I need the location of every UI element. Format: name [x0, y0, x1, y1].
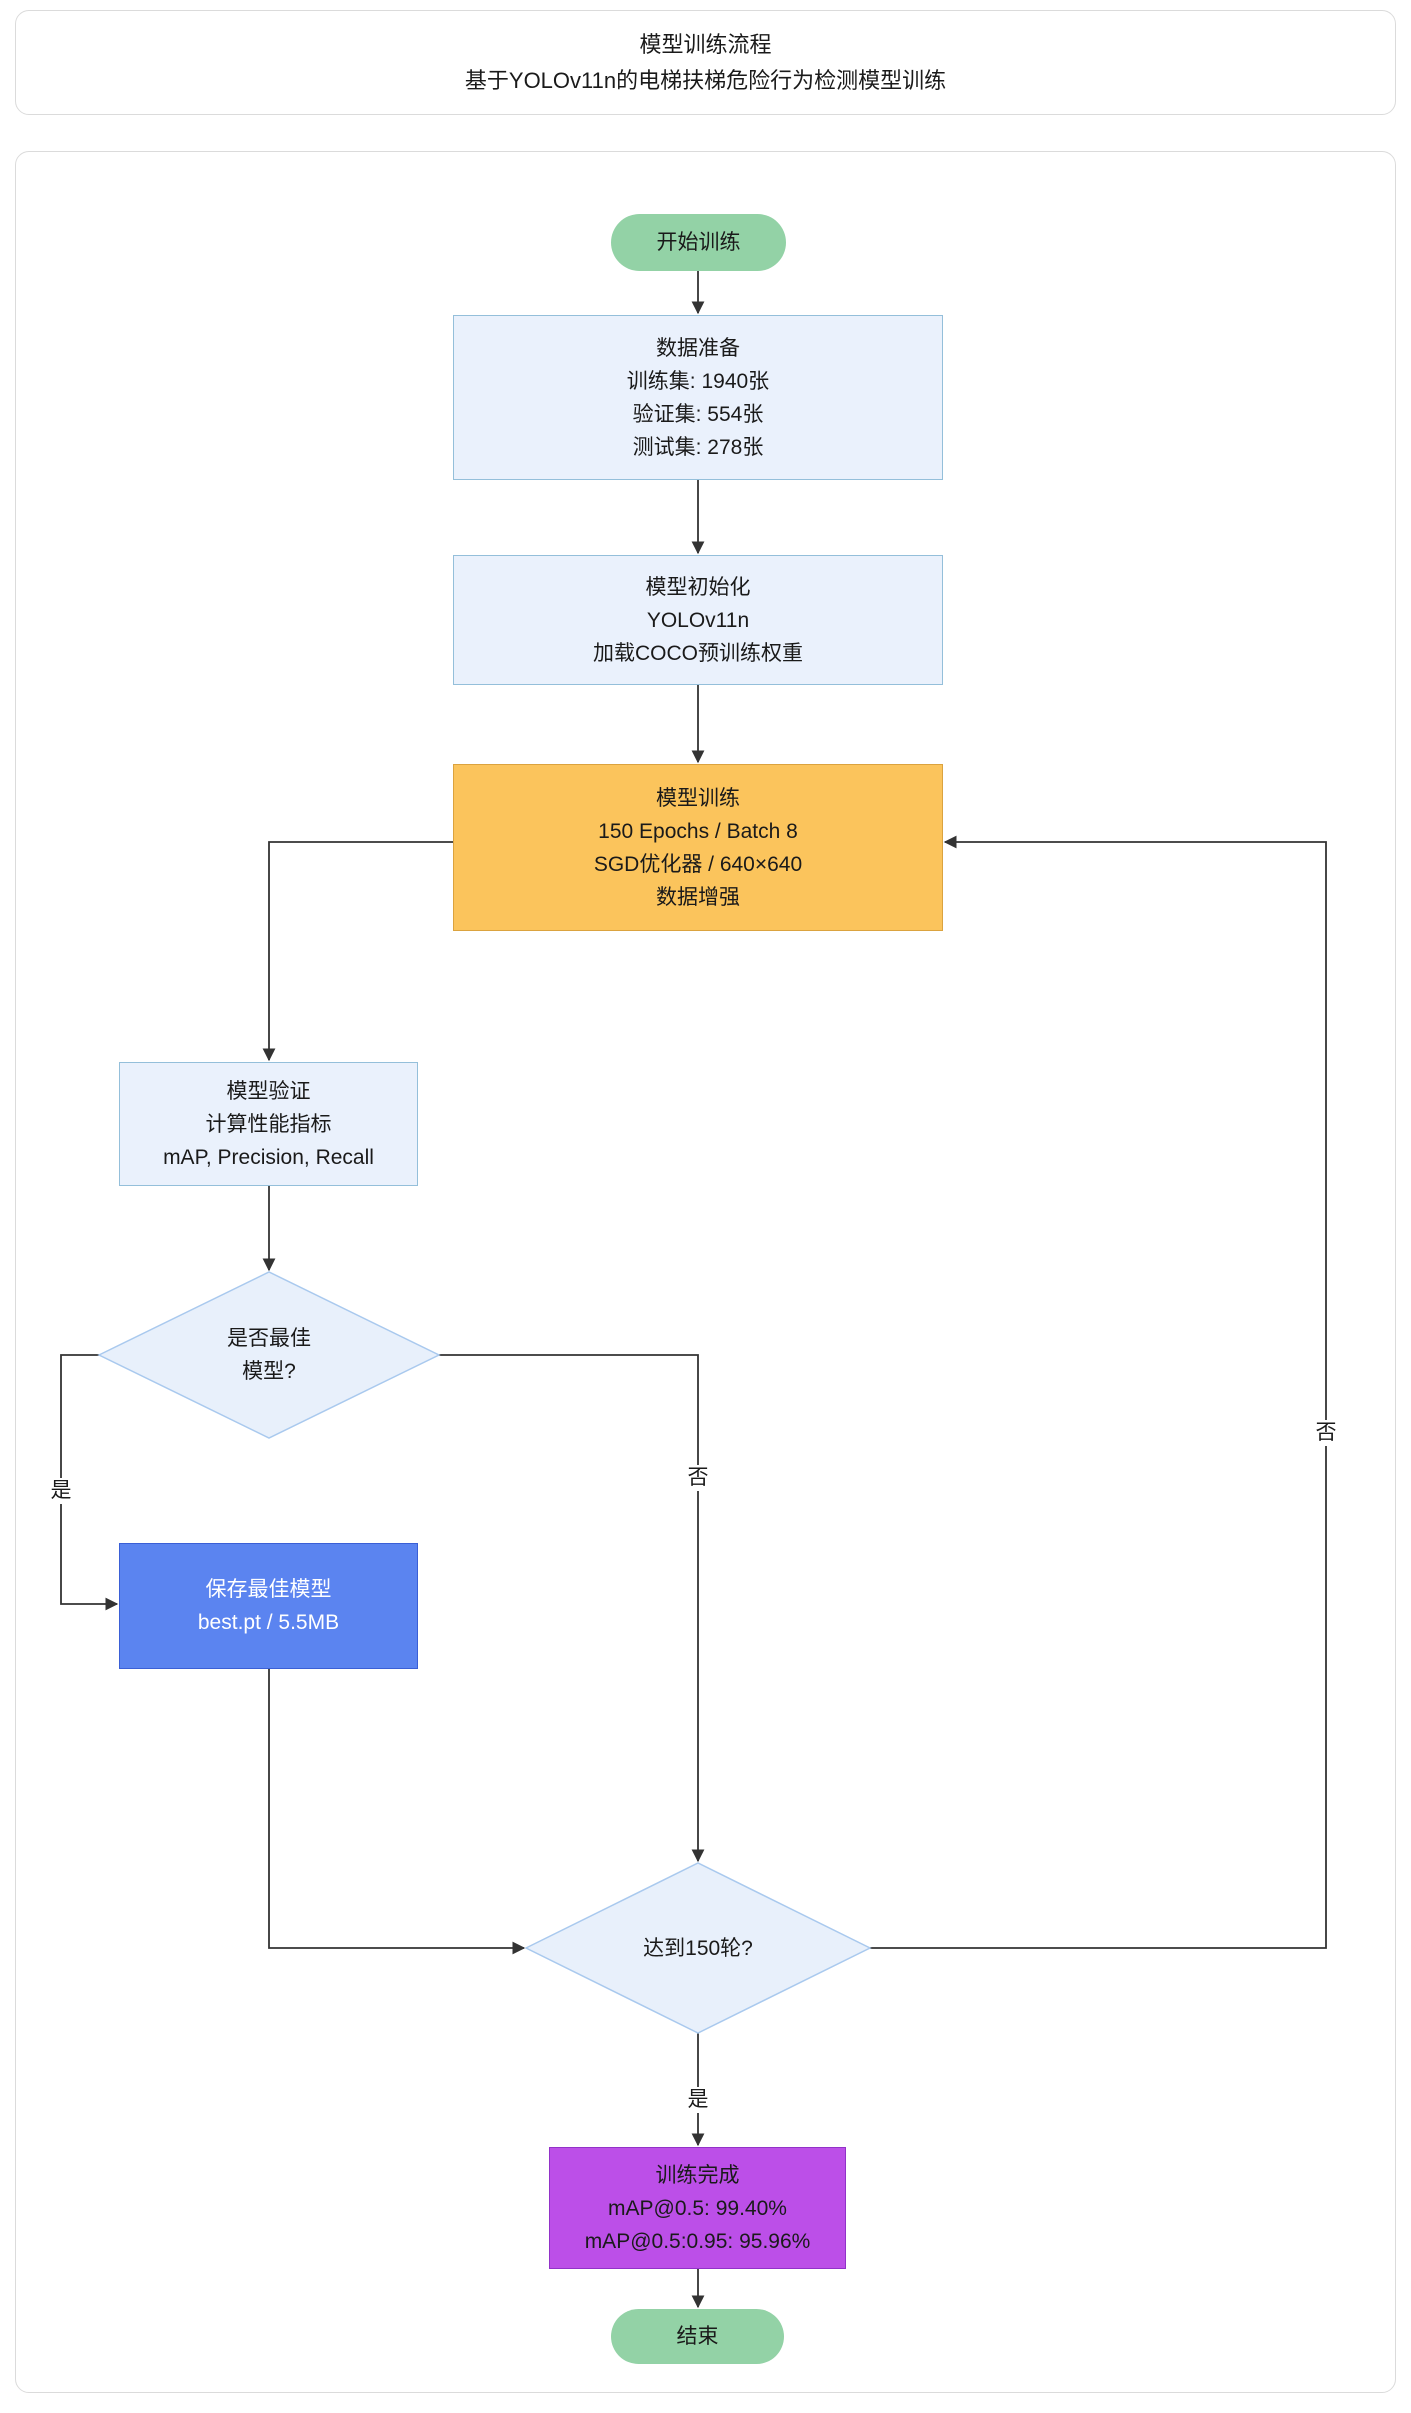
training-node: 模型训练 150 Epochs / Batch 8 SGD优化器 / 640×6… — [453, 764, 943, 931]
edge-label-epoch-no: 否 — [1311, 1420, 1341, 1446]
node-text-line: 验证集: 554张 — [632, 402, 764, 426]
title-card: 模型训练流程 基于YOLOv11n的电梯扶梯危险行为检测模型训练 — [15, 10, 1396, 115]
node-text-line: 150 Epochs / Batch 8 — [598, 819, 798, 843]
edge-bestdecision-no-to-epochdecision — [439, 1354, 705, 1863]
validation-node: 模型验证 计算性能指标 mAP, Precision, Recall — [119, 1062, 418, 1186]
node-text-line: YOLOv11n — [646, 608, 750, 632]
epoch-decision-label: 达到150轮? — [578, 1882, 818, 2014]
node-text-line: 达到150轮? — [643, 1936, 753, 1960]
edge-label-best-no: 否 — [683, 1465, 713, 1491]
save-best-model-node: 保存最佳模型 best.pt / 5.5MB — [119, 1543, 418, 1669]
node-text-line: 模型训练 — [656, 786, 740, 810]
node-text-line: mAP@0.5:0.95: 95.96% — [584, 2229, 811, 2253]
flowchart-canvas: 开始训练 数据准备 训练集: 1940张 验证集: 554张 测试集: 278张… — [15, 151, 1396, 2393]
flowchart-title: 模型训练流程 — [639, 31, 772, 57]
start-node-label: 开始训练 — [656, 231, 741, 254]
node-text-line: SGD优化器 / 640×640 — [593, 852, 803, 876]
node-text-line: 模型? — [242, 1360, 296, 1383]
end-node-label: 结束 — [676, 2325, 719, 2348]
node-text-line: 模型初始化 — [645, 575, 751, 599]
node-text-line: 是否最佳 — [227, 1327, 311, 1350]
data-prep-node: 数据准备 训练集: 1940张 验证集: 554张 测试集: 278张 — [453, 315, 943, 480]
node-text-line: mAP@0.5: 99.40% — [608, 2196, 787, 2220]
node-text-line: mAP, Precision, Recall — [163, 1145, 374, 1169]
node-text-line: 计算性能指标 — [205, 1112, 332, 1136]
edge-label-best-yes: 是 — [46, 1478, 76, 1504]
edge-label-epoch-yes: 是 — [683, 2087, 713, 2113]
node-text-line: best.pt / 5.5MB — [197, 1611, 340, 1634]
node-text-line: 训练集: 1940张 — [626, 369, 770, 393]
node-text-line: 测试集: 278张 — [632, 435, 764, 459]
best-model-decision-shape — [97, 1271, 441, 1439]
end-node: 结束 — [611, 2309, 784, 2364]
best-model-decision-label: 是否最佳 模型? — [149, 1289, 389, 1421]
node-text-line: 训练完成 — [655, 2163, 740, 2187]
node-text-line: 保存最佳模型 — [205, 1578, 332, 1601]
epoch-decision-shape — [524, 1862, 872, 2034]
edge-training-to-validation — [262, 841, 453, 1062]
node-text-line: 加载COCO预训练权重 — [593, 641, 803, 665]
edge-save-to-epochdecision — [268, 1669, 526, 1955]
edge-epochdecision-no-to-training — [870, 835, 1327, 1949]
flowchart-subtitle: 基于YOLOv11n的电梯扶梯危险行为检测模型训练 — [464, 67, 947, 93]
node-text-line: 数据增强 — [656, 885, 740, 909]
start-node: 开始训练 — [611, 214, 786, 271]
node-text-line: 模型验证 — [226, 1079, 311, 1103]
training-complete-node: 训练完成 mAP@0.5: 99.40% mAP@0.5:0.95: 95.96… — [549, 2147, 846, 2269]
node-text-line: 数据准备 — [656, 336, 740, 360]
flow-edges-svg — [60, 271, 1327, 2309]
model-init-node: 模型初始化 YOLOv11n 加载COCO预训练权重 — [453, 555, 943, 685]
